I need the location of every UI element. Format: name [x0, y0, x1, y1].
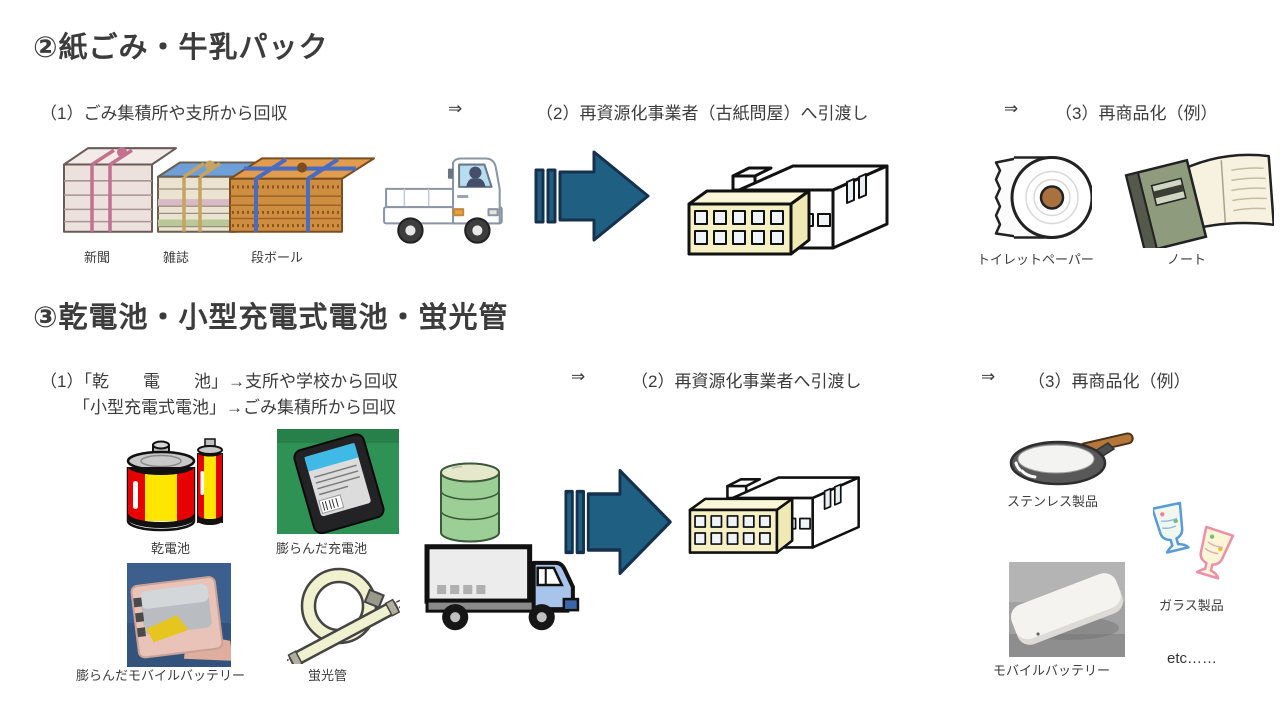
fluorescent-tube-icon [287, 567, 400, 664]
swollen-battery-icon [277, 429, 399, 534]
collection-truck-icon [383, 157, 503, 244]
caption-cardboard: 段ボール [251, 250, 304, 265]
paper-bundles-image [58, 138, 376, 244]
recycler-factory-battery-image [678, 452, 874, 556]
battery-step2-label: （2）再資源化事業者へ引渡し [631, 372, 862, 391]
caption-newspaper: 新聞 [84, 250, 111, 265]
paper-flow-arrow-1-icon: ⇒ [448, 99, 463, 118]
toilet-paper-image [984, 146, 1092, 246]
caption-stainless-products: ステンレス製品 [1007, 494, 1099, 509]
toilet-paper-icon [994, 156, 1092, 239]
transport-truck-icon [424, 544, 580, 631]
caption-mobile-battery: モバイルバッテリー [993, 663, 1111, 678]
big-right-arrow-icon [564, 468, 672, 576]
battery-flow-arrow-1-icon: ⇒ [571, 367, 586, 386]
factory-icon [687, 164, 889, 256]
caption-swollen-battery: 膨らんだ充電池 [276, 541, 368, 556]
glass-products-icon [1153, 501, 1235, 580]
transport-truck-image [423, 542, 589, 632]
big-arrow-paper-image [534, 148, 652, 244]
drum-barrel-image [438, 460, 502, 546]
paper-bundles-icon [63, 147, 375, 233]
paper-flow-arrow-2-icon: ⇒ [1004, 99, 1019, 118]
swollen-mobile-battery-photo [127, 563, 231, 667]
frying-pan-image [1008, 425, 1136, 487]
glass-products-image [1153, 496, 1248, 594]
mobile-battery-photo [1009, 562, 1125, 657]
notebook-image [1112, 144, 1274, 248]
swollen-mobile-battery-icon [127, 563, 231, 667]
caption-glass-products: ガラス製品 [1159, 598, 1224, 613]
caption-etc: etc…… [1167, 650, 1218, 667]
paper-step1-label: （1）ごみ集積所や支所から回収 [40, 104, 288, 123]
fluorescent-tube-image [287, 564, 400, 664]
section-paper-title: ②紙ごみ・牛乳パック [33, 32, 329, 64]
caption-notebook: ノート [1167, 252, 1207, 267]
battery-step1-line1-label: （1）「乾 電 池」→支所や学校から回収 [40, 372, 398, 391]
caption-magazine: 雑誌 [163, 250, 190, 265]
big-arrow-battery-image [564, 466, 674, 578]
swollen-battery-photo [277, 429, 399, 534]
notebook-icon [1124, 153, 1274, 248]
factory-icon [688, 476, 860, 554]
dry-batteries-image [123, 424, 223, 536]
battery-flow-arrow-2-icon: ⇒ [981, 367, 996, 386]
collection-truck-image [380, 144, 522, 246]
caption-swollen-mobile-battery: 膨らんだモバイルバッテリー [76, 668, 246, 683]
dry-batteries-icon [126, 438, 223, 532]
battery-step3-label: （3）再商品化（例） [1028, 372, 1191, 391]
frying-pan-icon [1009, 432, 1134, 486]
caption-dry-battery: 乾電池 [151, 541, 191, 556]
caption-fluorescent-tube: 蛍光管 [308, 668, 348, 683]
paper-step2-label: （2）再資源化事業者（古紙問屋）へ引渡し [536, 104, 869, 123]
big-right-arrow-icon [534, 150, 650, 242]
drum-barrel-icon [440, 462, 500, 543]
caption-toilet-paper: トイレットペーパー [977, 252, 1094, 267]
paper-step3-label: （3）再商品化（例） [1055, 104, 1218, 123]
battery-step1-line2-label: 「小型充電式電池」→ごみ集積所から回収 [73, 398, 396, 417]
section-battery-title: ③乾電池・小型充電式電池・蛍光管 [33, 302, 509, 334]
mobile-battery-icon [1009, 562, 1125, 657]
recycler-factory-paper-image [674, 136, 906, 258]
